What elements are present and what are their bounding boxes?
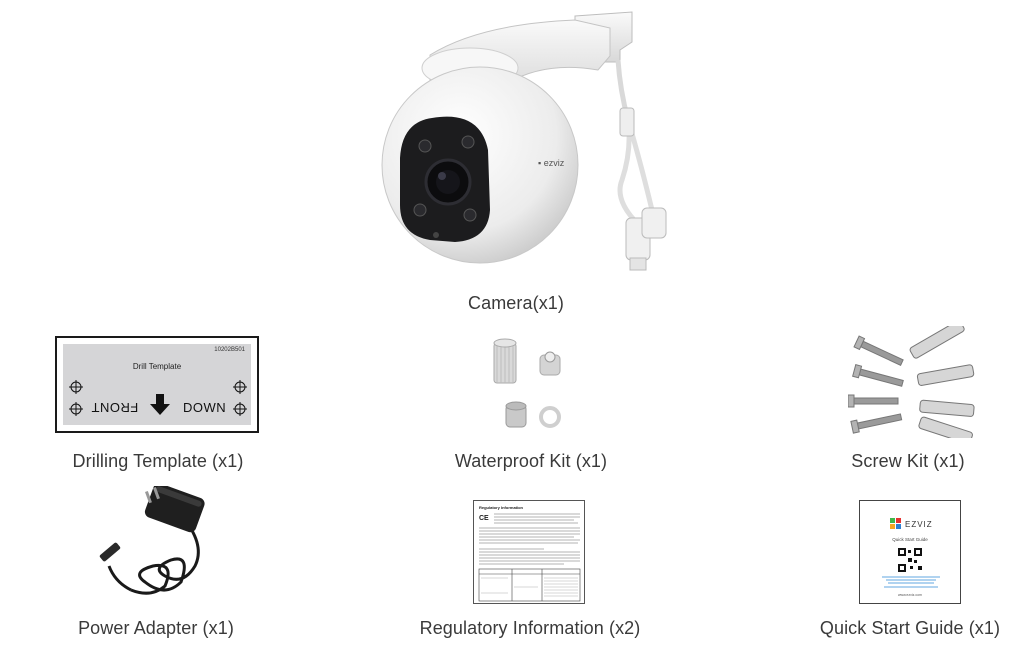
qsg-brand: EZVIZ xyxy=(905,520,933,529)
power-adapter-image xyxy=(95,486,235,604)
regulatory-information-image: Regulatory Information CE xyxy=(473,500,585,604)
waterproof-kit-image xyxy=(488,335,568,435)
camera-image: ▪ ezviz xyxy=(370,10,680,278)
svg-text:CE: CE xyxy=(479,515,489,522)
ezviz-logo-icon xyxy=(890,518,901,529)
regulatory-information-caption: Regulatory Information (x2) xyxy=(419,618,641,638)
crosshair-icon xyxy=(233,380,247,394)
quick-start-guide-caption: Quick Start Guide (x1) xyxy=(819,618,1001,638)
qr-code-icon xyxy=(898,548,922,572)
crosshair-icon xyxy=(69,380,83,394)
drilling-template-caption: Drilling Template (x1) xyxy=(72,451,244,471)
power-adapter-caption: Power Adapter (x1) xyxy=(78,618,234,638)
qsg-footer: www.ezviz.com xyxy=(898,593,922,597)
qsg-title: Quick Start Guide xyxy=(892,537,928,542)
drill-template-title: Drill Template xyxy=(132,362,182,371)
screw-kit-caption: Screw Kit (x1) xyxy=(851,451,965,471)
drill-template-code: 10202B501 xyxy=(214,347,245,353)
arrow-down-icon xyxy=(150,394,170,415)
crosshair-icon xyxy=(69,402,83,416)
quick-start-guide-image: EZVIZ Quick Start Guide www.ezviz.com xyxy=(859,500,961,604)
screw-kit-image xyxy=(848,326,978,438)
drilling-template-image: 10202B501 Drill Template FRONT DOWN xyxy=(55,336,259,433)
camera-caption: Camera(x1) xyxy=(467,293,565,313)
crosshair-icon xyxy=(233,402,247,416)
svg-text:▪ ezviz: ▪ ezviz xyxy=(538,158,565,168)
regulatory-doc-title: Regulatory Information xyxy=(479,505,524,510)
waterproof-kit-caption: Waterproof Kit (x1) xyxy=(454,451,608,471)
front-label: FRONT xyxy=(91,400,139,415)
down-label: DOWN xyxy=(183,400,227,415)
